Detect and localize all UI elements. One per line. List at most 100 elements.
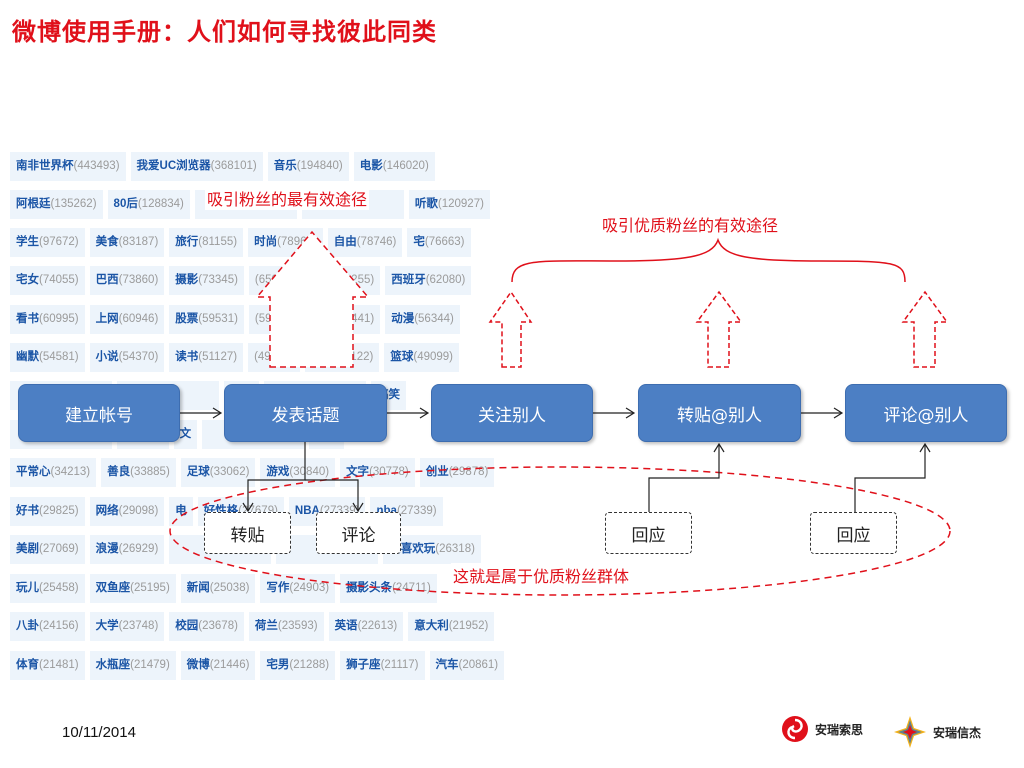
tag-item[interactable]: 股票(59531)	[169, 305, 244, 334]
tag-item[interactable]: 网络(29098)	[89, 497, 165, 526]
tag-item[interactable]: 新闻(25038)	[180, 574, 256, 603]
tag-name: 幽默	[16, 351, 39, 363]
tag-count: (26929)	[118, 543, 159, 555]
tag-name: NBA	[294, 505, 320, 517]
tag-item[interactable]: 宅男(21288)	[260, 651, 336, 680]
tag-item[interactable]: 英语(22613)	[328, 612, 404, 641]
up-arrow-repost	[695, 290, 743, 368]
tag-name: 电	[175, 505, 187, 517]
tag-count: (49099)	[413, 351, 453, 363]
tag-item[interactable]: 自由(78746)	[327, 228, 403, 257]
tag-name: 游戏	[266, 466, 290, 478]
tag-item[interactable]: 动漫(56344)	[385, 305, 460, 334]
tag-name: 意大利	[414, 620, 449, 632]
tag-count: (62080)	[425, 274, 466, 286]
tag-item[interactable]: 写作(24903)	[260, 574, 336, 603]
tag-item[interactable]: 善良(33885)	[101, 458, 176, 487]
tag-row: 玩儿(25458)双鱼座(25195)新闻(25038)写作(24903)摄影头…	[10, 574, 437, 603]
tag-item[interactable]: 旅行(81155)	[169, 228, 244, 257]
tag-item[interactable]: 我爱UC浏览器(368101)	[130, 152, 263, 181]
tag-count: (21117)	[380, 659, 419, 671]
tag-item[interactable]: 小说(54370)	[89, 343, 165, 372]
tag-item[interactable]: 足球(33062)	[180, 458, 256, 487]
tag-item[interactable]: 西班牙(62080)	[385, 266, 472, 295]
logo-text-1: 安瑞索思	[815, 722, 864, 737]
tag-item[interactable]: 校园(23678)	[169, 612, 244, 641]
tag-item[interactable]: 汽车(20861)	[429, 651, 505, 680]
tag-row: 体育(21481)水瓶座(21479)微博(21446)宅男(21288)狮子座…	[10, 651, 505, 680]
tag-count: (73860)	[118, 274, 159, 286]
tag-item[interactable]: 美剧(27069)	[10, 535, 85, 564]
tag-item[interactable]: 电	[169, 497, 193, 526]
reply-box-1: 回应	[605, 512, 692, 554]
tag-item[interactable]: 阿根廷(135262)	[10, 190, 103, 219]
tag-name: 狮子座	[346, 659, 381, 671]
tag-item[interactable]: 文字(30778)	[340, 458, 415, 487]
tag-item[interactable]: 玩儿(25458)	[10, 574, 85, 603]
star-logo-icon	[894, 716, 926, 748]
tag-item[interactable]: 音乐(194840)	[267, 152, 349, 181]
tag-item[interactable]: 学生(97672)	[10, 228, 85, 257]
tag-item[interactable]: 看书(60995)	[10, 305, 85, 334]
tag-count: (20861)	[458, 659, 499, 671]
tag-name: 微博	[186, 659, 210, 671]
tag-count: (21446)	[209, 659, 250, 671]
tag-count: (23593)	[277, 620, 318, 632]
tag-item[interactable]: 水瓶座(21479)	[89, 651, 176, 680]
tag-item[interactable]: 80后(128834)	[107, 190, 190, 219]
tag-count: (29098)	[118, 505, 159, 517]
tag-count: (22613)	[357, 620, 398, 632]
tag-item[interactable]: 美食(83187)	[89, 228, 165, 257]
tag-item[interactable]: 创业(29878)	[419, 458, 495, 487]
tag-item[interactable]: 电影(146020)	[353, 152, 435, 181]
tag-item[interactable]: 微博(21446)	[180, 651, 256, 680]
tag-count: (34213)	[50, 466, 91, 478]
tag-count: (78746)	[356, 236, 397, 248]
tag-item[interactable]: 八卦(24156)	[10, 612, 85, 641]
tag-item[interactable]: 荷兰(23593)	[248, 612, 324, 641]
tag-count: (97672)	[39, 236, 79, 248]
tag-item[interactable]: 双鱼座(25195)	[89, 574, 176, 603]
tag-name: 动漫	[391, 313, 415, 325]
stage-post-topic: 发表话题	[224, 384, 387, 442]
tag-item[interactable]: 巴西(73860)	[89, 266, 165, 295]
tag-count: (21288)	[289, 659, 330, 671]
tag-count: (24903)	[289, 582, 330, 594]
tag-count: (33062)	[209, 466, 250, 478]
tag-item[interactable]: 狮子座(21117)	[340, 651, 425, 680]
tag-name: 篮球	[390, 351, 414, 363]
tag-row: 平常心(34213)善良(33885)足球(33062)游戏(30840)文字(…	[10, 458, 495, 487]
tag-item[interactable]: 摄影头条(24711)	[340, 574, 437, 603]
slide-title: 微博使用手册：人们如何寻找彼此同类	[12, 18, 437, 46]
tag-item[interactable]: 篮球(49099)	[384, 343, 459, 372]
tag-name: 80后	[113, 198, 138, 210]
tag-item[interactable]: 宅(76663)	[407, 228, 471, 257]
tag-name: 股票	[175, 313, 199, 325]
tag-count: (21952)	[448, 620, 489, 632]
tag-count: (73345)	[198, 274, 238, 286]
tag-count: (21481)	[39, 659, 79, 671]
tag-name: 时尚	[254, 236, 278, 248]
tag-item[interactable]: 好书(29825)	[10, 497, 85, 526]
tag-item[interactable]: 浪漫(26929)	[89, 535, 165, 564]
tag-name: 大学	[95, 620, 119, 632]
tag-item[interactable]: 游戏(30840)	[260, 458, 336, 487]
tag-item[interactable]: 上网(60946)	[89, 305, 165, 334]
tag-item[interactable]: 宅女(74055)	[10, 266, 85, 295]
tag-name: 好书	[16, 505, 39, 517]
tag-item[interactable]: 摄影(73345)	[169, 266, 244, 295]
big-up-arrow	[255, 230, 370, 368]
tag-count: (23748)	[118, 620, 159, 632]
tag-item[interactable]: 读书(51127)	[169, 343, 244, 372]
tag-item[interactable]: 平常心(34213)	[10, 458, 97, 487]
tag-item[interactable]: 大学(23748)	[89, 612, 165, 641]
tag-count: (76663)	[424, 236, 465, 248]
tag-item[interactable]: 听歌(120927)	[408, 190, 490, 219]
tag-name: 南非世界杯	[16, 160, 74, 172]
tag-item[interactable]: 南非世界杯(443493)	[10, 152, 126, 181]
tag-item[interactable]: 幽默(54581)	[10, 343, 85, 372]
tag-count: (27339)	[396, 505, 437, 517]
tag-item[interactable]: 意大利(21952)	[408, 612, 495, 641]
tag-item[interactable]: 体育(21481)	[10, 651, 85, 680]
tag-count: (23678)	[198, 620, 238, 632]
